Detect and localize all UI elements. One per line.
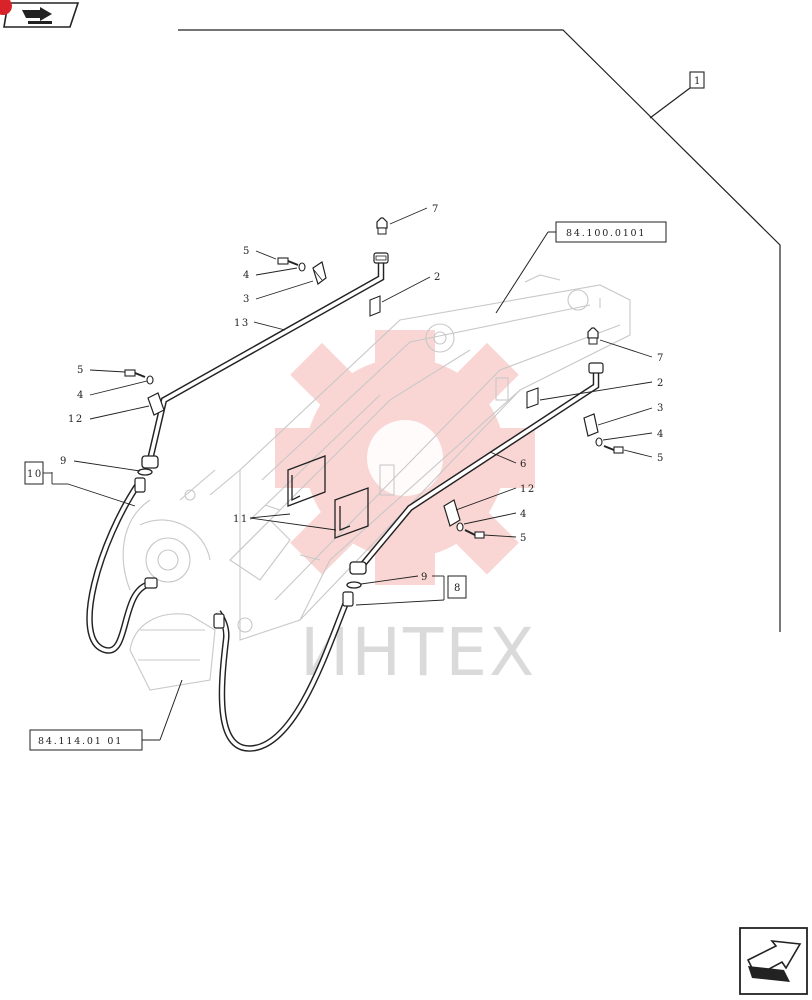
clamp-right-lower <box>443 499 461 527</box>
watermark-gear-cutout <box>367 420 443 496</box>
leader-lines <box>51 207 653 606</box>
callout-12-left: 12 <box>68 414 84 425</box>
callout-labels: 7 5 4 3 2 13 5 4 12 9 11 7 2 3 4 5 6 12 … <box>60 204 665 583</box>
boxed-label-10[interactable]: 10 <box>24 461 52 485</box>
hose-fitting-left-bottom <box>144 577 158 589</box>
washer-left-upper <box>298 262 306 272</box>
callout-7-right: 7 <box>657 353 665 364</box>
pipe-elbow-fitting-right <box>588 362 604 374</box>
callout-4-left-lower: 4 <box>77 390 85 401</box>
handle-upper <box>287 455 326 507</box>
plug-cap-right <box>587 327 599 345</box>
clamp-left-upper <box>312 261 327 285</box>
ref-box-84-114-01-01[interactable]: 84.114.01 01 <box>29 679 183 751</box>
washer-right-lower <box>456 522 464 532</box>
handle-lower <box>334 487 369 539</box>
previous-page-icon[interactable] <box>0 0 80 28</box>
callout-6: 6 <box>520 459 528 470</box>
pad-left <box>369 295 381 317</box>
plug-cap-left <box>376 217 388 235</box>
callout-5-left-lower: 5 <box>77 365 85 376</box>
next-page-icon[interactable] <box>739 927 808 995</box>
svg-text:10: 10 <box>27 469 43 480</box>
svg-text:8: 8 <box>454 583 462 594</box>
clamp-right-upper <box>583 413 599 437</box>
bolt-left-lower <box>124 369 146 378</box>
boxed-label-8[interactable]: 8 <box>447 575 467 599</box>
callout-12-right: 12 <box>520 484 536 495</box>
callout-2-right: 2 <box>657 378 665 389</box>
main-ref-box[interactable]: 1 <box>689 71 705 89</box>
callout-13: 13 <box>234 318 250 329</box>
callout-4-right-upper: 4 <box>657 429 665 440</box>
callout-2-left: 2 <box>434 272 442 283</box>
hose-left <box>86 481 152 654</box>
callout-3-left: 3 <box>243 294 251 305</box>
hose-fitting-left-top <box>134 477 146 493</box>
svg-text:84.100.0101: 84.100.0101 <box>566 228 646 239</box>
callout-4-right-lower: 4 <box>520 509 528 520</box>
bolt-right-upper <box>603 445 624 454</box>
callout-9-right: 9 <box>421 572 429 583</box>
svg-text:84.114.01 01: 84.114.01 01 <box>38 736 123 747</box>
rigid-pipe-right <box>357 372 600 571</box>
washer-right-upper <box>595 437 603 447</box>
callout-3-right: 3 <box>657 403 665 414</box>
callout-11: 11 <box>233 514 249 525</box>
assembly-outline <box>178 29 781 632</box>
nut-fitting-right <box>349 561 367 575</box>
oring-right <box>346 581 362 589</box>
callout-5-left-upper: 5 <box>243 246 251 257</box>
nut-fitting-left <box>141 455 159 469</box>
rigid-pipe-left <box>146 262 385 461</box>
hose-fitting-right-top <box>342 591 354 607</box>
callout-5-right-upper: 5 <box>657 453 665 464</box>
oring-left <box>137 468 153 476</box>
ref-box-84-100-0101[interactable]: 84.100.0101 <box>495 221 667 314</box>
bolt-left-upper <box>277 257 299 266</box>
callout-4-left-upper: 4 <box>243 270 251 281</box>
svg-text:1: 1 <box>694 76 702 87</box>
callout-9-left: 9 <box>60 456 68 467</box>
clamp-left-lower <box>147 392 165 416</box>
callout-7-left: 7 <box>432 204 440 215</box>
hose-fitting-right-bottom <box>213 613 225 629</box>
hose-right <box>215 596 351 752</box>
washer-left-lower <box>146 375 154 385</box>
pad-right <box>526 387 539 409</box>
callout-5-right-lower: 5 <box>520 533 528 544</box>
pipe-elbow-fitting-left <box>373 252 389 264</box>
boom-assembly <box>122 274 631 691</box>
